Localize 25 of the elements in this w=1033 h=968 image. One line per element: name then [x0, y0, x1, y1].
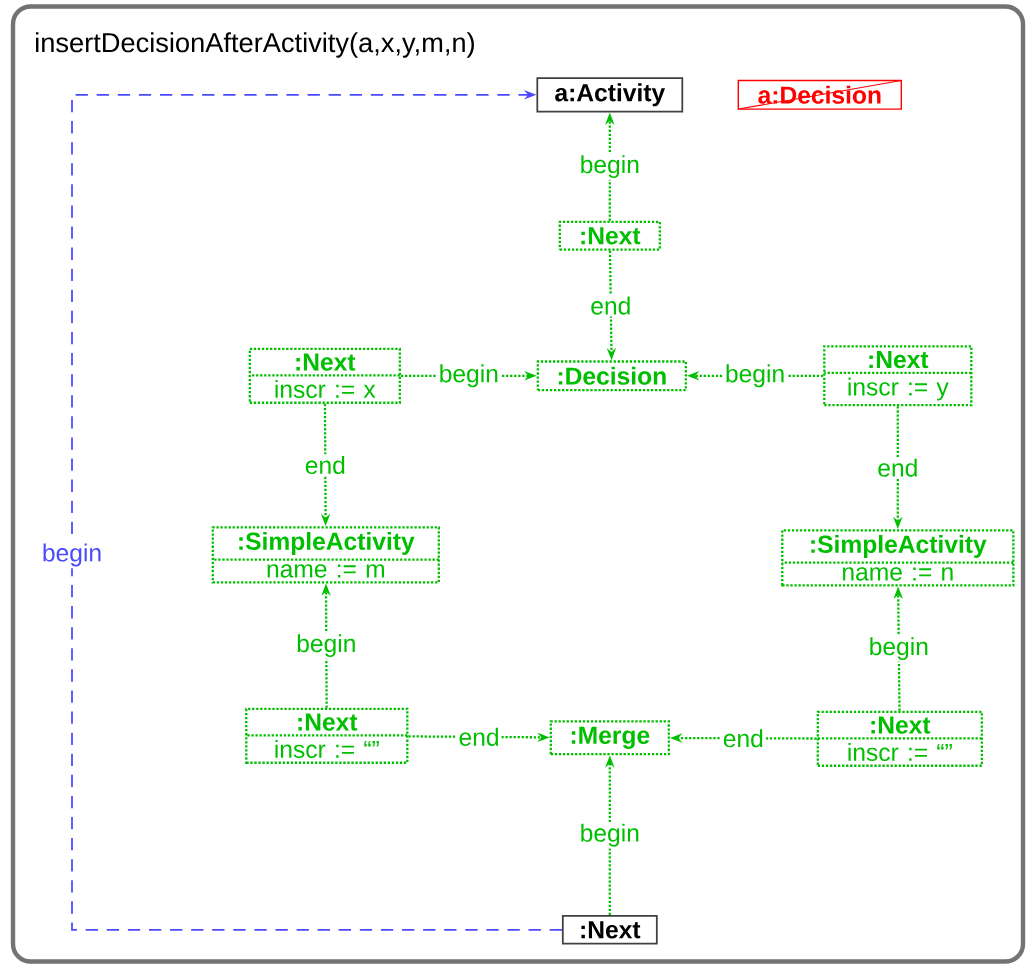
edge-label: end — [721, 727, 766, 750]
edge-label: begin — [294, 632, 359, 659]
created-object-box: :SimpleActivity name := m — [211, 526, 440, 584]
created-object-box: :SimpleActivity name := n — [781, 529, 1015, 587]
edge-label: begin — [723, 362, 787, 390]
arrow — [71, 90, 563, 931]
edge-label: end — [875, 456, 921, 479]
edge-label: begin — [436, 362, 501, 390]
created-object-box: :Next inscr := x — [248, 347, 401, 404]
frame-title: insertDecisionAfterActivity(a,x,y,m,n) — [36, 32, 474, 58]
created-object-box: :Next inscr := y — [823, 345, 973, 407]
created-object-box: :Decision — [536, 360, 687, 392]
created-object-box: :Next inscr := “” — [816, 710, 983, 767]
edge-label: begin — [866, 635, 931, 662]
created-object-box: :Merge — [549, 720, 670, 756]
edge-label: begin — [577, 821, 642, 849]
edge-label: end — [456, 726, 502, 748]
object-box: :Next — [561, 915, 658, 945]
created-object-box: :Next inscr := “” — [245, 707, 409, 764]
edge-label: begin — [577, 153, 642, 180]
edge-label: end — [303, 454, 348, 476]
object-box: a:Activity — [536, 77, 684, 113]
edge-label: end — [588, 294, 634, 317]
edge-label: begin — [40, 541, 104, 569]
created-object-box: :Next — [558, 220, 661, 251]
